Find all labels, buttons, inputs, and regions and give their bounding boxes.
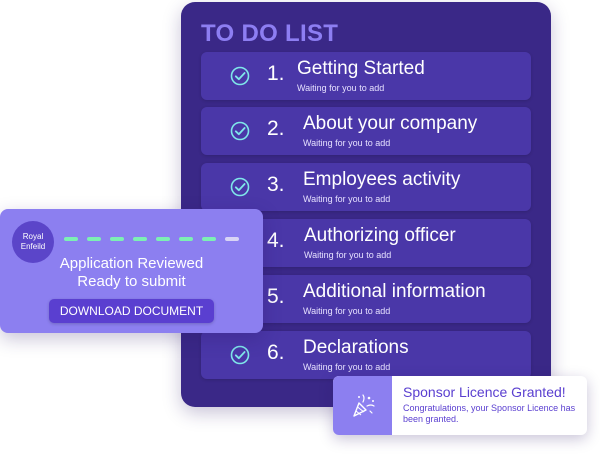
todo-item-employees-activity[interactable]: 3. Employees activity Waiting for you to… (201, 163, 531, 211)
item-status: Waiting for you to add (304, 250, 392, 260)
item-status: Waiting for you to add (297, 83, 385, 93)
item-title: About your company (303, 113, 478, 134)
avatar-line: Enfeild (20, 242, 46, 251)
todo-panel: TO DO LIST 1. Getting Started Waiting fo… (181, 2, 551, 407)
item-status: Waiting for you to add (303, 138, 391, 148)
item-number: 6. (267, 341, 285, 364)
item-number: 1. (267, 62, 285, 85)
check-circle-icon (230, 66, 250, 86)
item-status: Waiting for you to add (303, 194, 391, 204)
check-circle-icon (230, 177, 250, 197)
progress-dash (179, 237, 193, 241)
todo-item-additional-information[interactable]: 5. Additional information Waiting for yo… (201, 275, 531, 323)
check-circle-icon (230, 345, 250, 365)
todo-item-declarations[interactable]: 6. Declarations Waiting for you to add (201, 331, 531, 379)
progress-dash (133, 237, 147, 241)
party-popper-icon (352, 393, 375, 417)
progress-dash (64, 237, 78, 241)
todo-title: TO DO LIST (201, 20, 339, 47)
item-title: Employees activity (303, 169, 461, 190)
item-status: Waiting for you to add (303, 362, 391, 372)
todo-item-about-your-company[interactable]: 2. About your company Waiting for you to… (201, 107, 531, 155)
sponsor-title: Sponsor Licence Granted! (403, 384, 566, 400)
sponsor-icon-box (333, 376, 392, 435)
avatar-line: Royal (22, 232, 44, 241)
progress-dash (225, 237, 239, 241)
application-status-line: Ready to submit (77, 273, 186, 290)
progress-dashes (64, 237, 254, 241)
check-circle-icon (230, 121, 250, 141)
item-number: 5. (267, 285, 285, 308)
item-title: Declarations (303, 337, 409, 358)
avatar: Royal Enfeild (12, 221, 54, 263)
item-status: Waiting for you to add (303, 306, 391, 316)
item-number: 2. (267, 117, 285, 140)
todo-item-getting-started[interactable]: 1. Getting Started Waiting for you to ad… (201, 52, 531, 100)
download-document-button[interactable]: DOWNLOAD DOCUMENT (49, 299, 214, 323)
application-card: Royal Enfeild Application Reviewed Ready… (0, 209, 263, 333)
application-status-line: Application Reviewed (59, 255, 204, 272)
progress-dash (202, 237, 216, 241)
progress-dash (110, 237, 124, 241)
item-number: 4. (267, 229, 285, 252)
item-number: 3. (267, 173, 285, 196)
sponsor-message: Congratulations, your Sponsor Licence ha… (403, 403, 576, 424)
progress-dash (87, 237, 101, 241)
progress-dash (156, 237, 170, 241)
item-title: Authorizing officer (304, 225, 456, 246)
sponsor-card: Sponsor Licence Granted! Congratulations… (333, 376, 587, 435)
item-title: Additional information (303, 281, 486, 302)
item-title: Getting Started (297, 58, 425, 79)
